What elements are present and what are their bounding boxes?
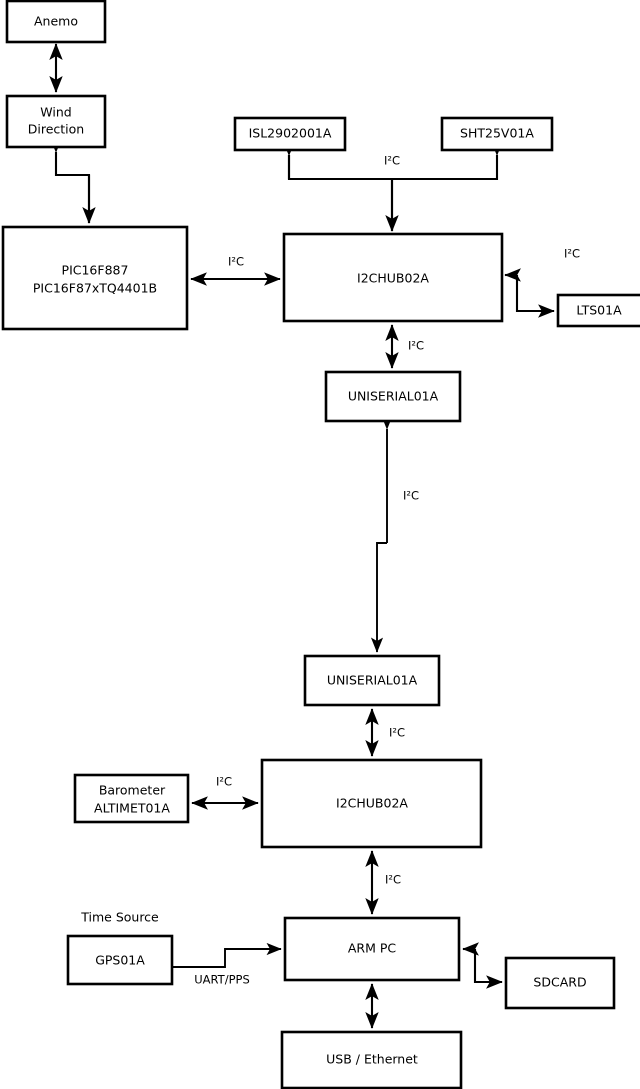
node-usb-ethernet-label: USB / Ethernet xyxy=(326,1052,418,1067)
node-sht25v01a[interactable]: SHT25V01A xyxy=(440,116,554,152)
node-lts01a-box[interactable] xyxy=(556,293,640,328)
node-isl2902001a-label: ISL2902001A xyxy=(249,126,332,141)
node-sdcard[interactable]: SDCARD xyxy=(504,956,616,1010)
node-anemo-box[interactable] xyxy=(5,0,107,44)
node-sdcard-label: SDCARD xyxy=(533,975,586,990)
node-gps01a-label: GPS01A xyxy=(95,953,145,968)
node-i2chub02a-top[interactable]: I2CHUB02A xyxy=(282,232,504,323)
node-i2chub02a-top-box[interactable] xyxy=(282,232,504,323)
edge-hub-lts-in xyxy=(515,275,555,318)
node-lts01a[interactable]: LTS01A xyxy=(556,293,640,328)
edge-label-i2c-pic-hub: I²C xyxy=(228,255,244,269)
node-barometer-label-line2: ALTIMET01A xyxy=(94,801,170,816)
node-gps01a[interactable]: GPS01A xyxy=(66,934,174,986)
node-uniserial01a-top-box[interactable] xyxy=(324,370,462,423)
edge-label-i2c-hub-armpc: I²C xyxy=(385,873,401,887)
node-wind-direction[interactable]: Wind Direction xyxy=(5,94,107,149)
node-uniserial01a-top-label: UNISERIAL01A xyxy=(348,389,439,404)
node-uniserial01a-bottom-label: UNISERIAL01A xyxy=(327,673,418,688)
node-wind-direction-box[interactable] xyxy=(5,94,107,149)
node-i2chub02a-bottom[interactable]: I2CHUB02A xyxy=(260,758,483,849)
node-lts01a-label: LTS01A xyxy=(576,303,622,318)
node-pic16f887-label-line2: PIC16F87xTQ4401B xyxy=(33,281,157,296)
node-uniserial01a-bottom-box[interactable] xyxy=(303,654,441,707)
node-barometer-label-line1: Barometer xyxy=(99,783,166,798)
node-gps01a-box[interactable] xyxy=(66,934,174,986)
node-anemo[interactable]: Anemo xyxy=(5,0,107,44)
edge-label-i2c-baro-hub: I²C xyxy=(216,775,232,789)
node-pic16f887[interactable]: PIC16F887 PIC16F87xTQ4401B xyxy=(1,225,189,331)
label-time-source: Time Source xyxy=(80,910,159,925)
node-i2chub02a-bottom-label: I2CHUB02A xyxy=(336,796,408,811)
node-barometer[interactable]: Barometer ALTIMET01A xyxy=(73,773,190,824)
node-i2chub02a-bottom-box[interactable] xyxy=(260,758,483,849)
node-sht25v01a-box[interactable] xyxy=(440,116,554,152)
node-usb-ethernet-box[interactable] xyxy=(280,1030,463,1089)
node-pic16f887-box[interactable] xyxy=(1,225,189,331)
edge-label-i2c-hub-lts: I²C xyxy=(564,247,580,261)
node-i2chub02a-top-label: I2CHUB02A xyxy=(357,271,429,286)
node-arm-pc-label: ARM PC xyxy=(348,941,397,956)
node-sht25v01a-label: SHT25V01A xyxy=(460,126,534,141)
node-uniserial01a-top[interactable]: UNISERIAL01A xyxy=(324,370,462,423)
node-arm-pc-box[interactable] xyxy=(283,916,461,982)
node-barometer-box[interactable] xyxy=(73,773,190,824)
node-wind-direction-label-line1: Wind xyxy=(40,105,71,120)
edge-label-i2c-uni-hub-bottom: I²C xyxy=(389,726,405,740)
edge-label-i2c-uni-link: I²C xyxy=(403,489,419,503)
node-uniserial01a-bottom[interactable]: UNISERIAL01A xyxy=(303,654,441,707)
node-anemo-label: Anemo xyxy=(34,14,78,29)
node-usb-ethernet[interactable]: USB / Ethernet xyxy=(280,1030,463,1089)
edge-armpc-sdcard-out xyxy=(473,949,503,989)
edge-hub-sht xyxy=(392,139,504,181)
edge-label-uart-pps: UART/PPS xyxy=(194,973,250,987)
edge-label-i2c-hub-uni-top: I²C xyxy=(408,339,424,353)
node-pic16f887-label-line1: PIC16F887 xyxy=(62,263,129,278)
node-isl2902001a-box[interactable] xyxy=(233,116,347,152)
node-isl2902001a[interactable]: ISL2902001A xyxy=(233,116,347,152)
edge-gps-armpc xyxy=(172,942,282,968)
edge-uni-link-step xyxy=(370,542,387,653)
edge-label-i2c-sensors-hub: I²C xyxy=(384,154,400,168)
node-sdcard-box[interactable] xyxy=(504,956,616,1010)
edge-hub-sensor-bus xyxy=(282,139,394,231)
node-wind-direction-label-line2: Direction xyxy=(28,122,84,137)
node-arm-pc[interactable]: ARM PC xyxy=(283,916,461,982)
edge-wind-pic xyxy=(49,136,91,223)
